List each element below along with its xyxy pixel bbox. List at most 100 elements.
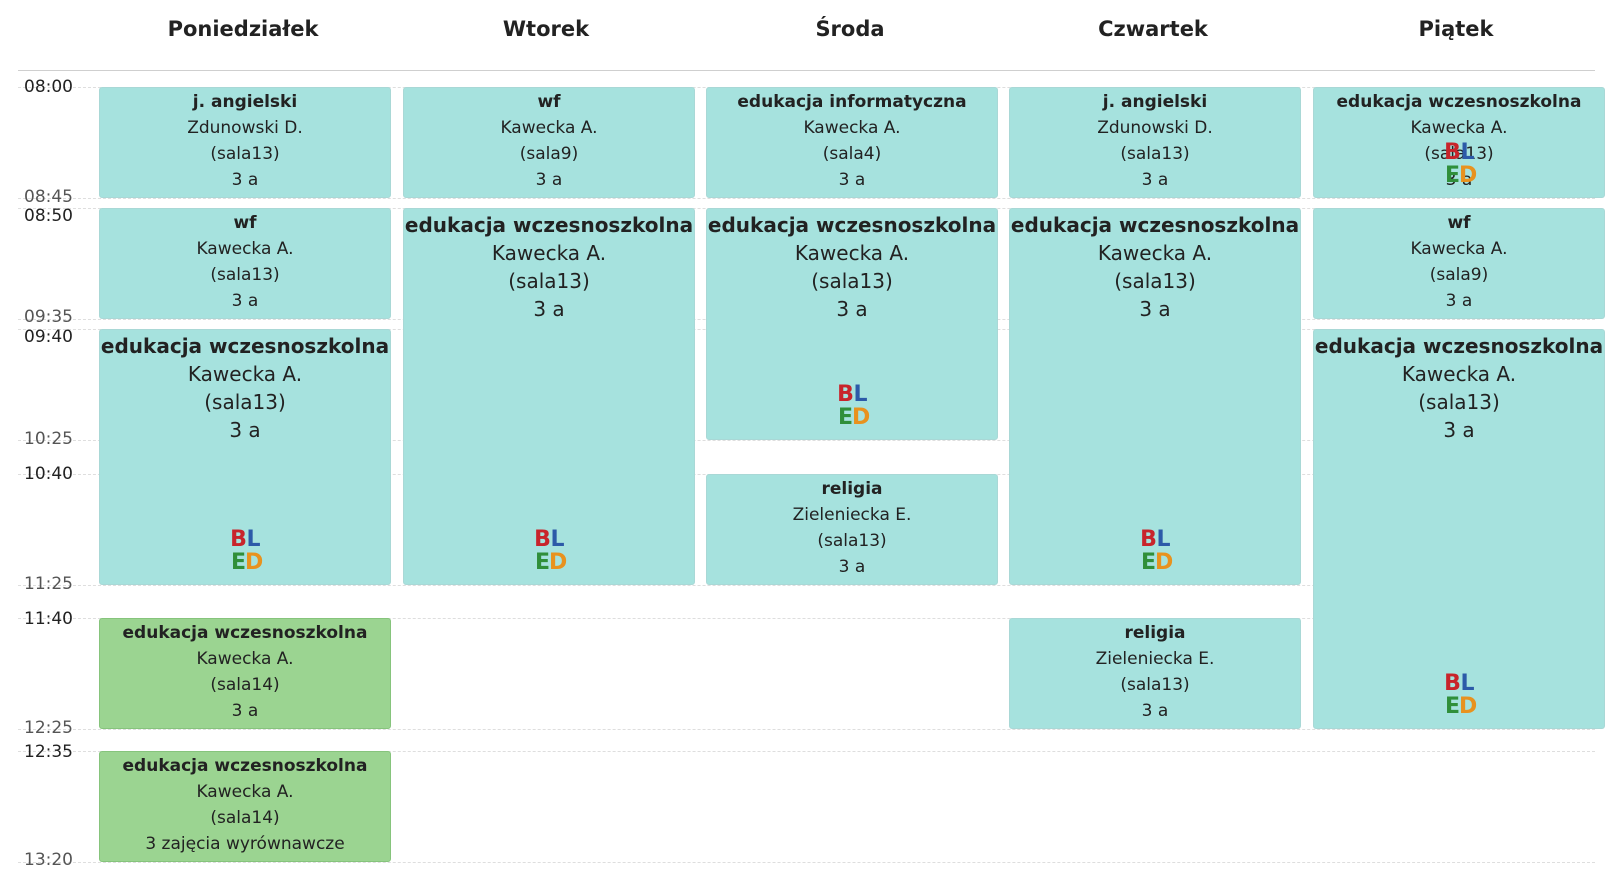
logo-letter: E xyxy=(230,550,246,575)
lesson-subject: wf xyxy=(1447,213,1471,233)
lesson-room: (sala14) xyxy=(210,808,280,828)
time-label: 12:35 xyxy=(24,742,73,762)
logo-letter: L xyxy=(246,527,260,552)
logo-letter: B xyxy=(230,527,247,552)
grid-line xyxy=(18,198,1595,199)
logo-letter: E xyxy=(1140,550,1156,575)
logo-letter: B xyxy=(837,382,854,407)
lesson-teacher: Kawecka A. xyxy=(187,362,303,386)
lesson-teacher: Kawecka A. xyxy=(1410,239,1508,259)
logo-letter: L xyxy=(1460,671,1474,696)
time-label: 09:35 xyxy=(24,307,73,327)
lesson-subject: wf xyxy=(537,92,561,112)
lesson-teacher: Kawecka A. xyxy=(196,649,294,669)
grid-line xyxy=(18,729,1595,730)
day-header: Środa xyxy=(815,17,885,41)
logo-letter: B xyxy=(1140,527,1157,552)
lesson-room: (sala13) xyxy=(204,390,286,414)
time-label: 10:40 xyxy=(24,464,73,484)
lesson-room: (sala13) xyxy=(508,269,590,293)
lesson-subject: edukacja wczesnoszkolna xyxy=(1314,334,1604,358)
grid-line xyxy=(18,751,1595,752)
logo-letter: D xyxy=(1155,550,1173,575)
day-header: Piątek xyxy=(1418,17,1494,41)
lesson-teacher: Kawecka A. xyxy=(1410,118,1508,138)
lesson-subject: religia xyxy=(821,479,883,499)
lesson-class: 3 a xyxy=(1141,701,1169,721)
day-header: Poniedziałek xyxy=(167,17,319,41)
lesson-room: (sala13) xyxy=(210,144,280,164)
lesson-class: 3 a xyxy=(231,170,259,190)
time-label: 11:25 xyxy=(24,574,73,594)
lesson-class: 3 a xyxy=(533,297,565,321)
lesson-room: (sala13) xyxy=(811,269,893,293)
logo-letter: E xyxy=(1444,694,1460,719)
lesson-class: 3 a xyxy=(838,557,866,577)
logo-letter: B xyxy=(1444,140,1461,165)
logo-letter: E xyxy=(837,405,853,430)
logo-letter: D xyxy=(245,550,263,575)
lesson-class: 3 a xyxy=(535,170,563,190)
lesson-subject: edukacja wczesnoszkolna xyxy=(707,213,997,237)
lesson-class: 3 a xyxy=(1139,297,1171,321)
lesson-room: (sala9) xyxy=(1429,265,1489,285)
logo-letter: D xyxy=(852,405,870,430)
logo-letter: L xyxy=(1460,140,1474,165)
lesson-teacher: Zdunowski D. xyxy=(187,118,303,138)
lesson-subject: edukacja wczesnoszkolna xyxy=(122,756,368,776)
lesson-class: 3 a xyxy=(231,291,259,311)
grid-line xyxy=(18,862,1595,863)
time-label: 08:50 xyxy=(24,206,73,226)
lesson-room: (sala13) xyxy=(1120,144,1190,164)
lesson-teacher: Kawecka A. xyxy=(803,118,901,138)
lesson-subject: edukacja wczesnoszkolna xyxy=(404,213,694,237)
lesson-class: 3 a xyxy=(836,297,868,321)
lesson-class: 3 a xyxy=(838,170,866,190)
lesson-room: (sala13) xyxy=(1120,675,1190,695)
lesson-class: 3 a xyxy=(229,418,261,442)
grid-line xyxy=(18,618,1595,619)
time-label: 12:25 xyxy=(24,718,73,738)
lesson-teacher: Kawecka A. xyxy=(196,782,294,802)
lesson-teacher: Kawecka A. xyxy=(491,241,607,265)
lesson-room: (sala9) xyxy=(519,144,579,164)
day-header: Czwartek xyxy=(1098,17,1208,41)
time-label: 13:20 xyxy=(24,850,73,870)
lesson-class: 3 a xyxy=(1141,170,1169,190)
logo-letter: E xyxy=(534,550,550,575)
logo-letter: L xyxy=(853,382,867,407)
lesson-class: 3 zajęcia wyrównawcze xyxy=(145,834,345,854)
logo-letter: D xyxy=(549,550,567,575)
grid-line xyxy=(18,440,1595,441)
lesson-room: (sala13) xyxy=(817,531,887,551)
lesson-subject: wf xyxy=(233,213,257,233)
lesson-room: (sala13) xyxy=(210,265,280,285)
lesson-teacher: Kawecka A. xyxy=(1401,362,1517,386)
lesson-class: 3 a xyxy=(1445,291,1473,311)
logo-letter: E xyxy=(1444,163,1460,188)
lesson-subject: edukacja wczesnoszkolna xyxy=(1336,92,1582,112)
lesson-teacher: Kawecka A. xyxy=(500,118,598,138)
lesson-room: (sala4) xyxy=(822,144,882,164)
lesson-subject: religia xyxy=(1124,623,1186,643)
lesson-subject: j. angielski xyxy=(192,92,298,112)
